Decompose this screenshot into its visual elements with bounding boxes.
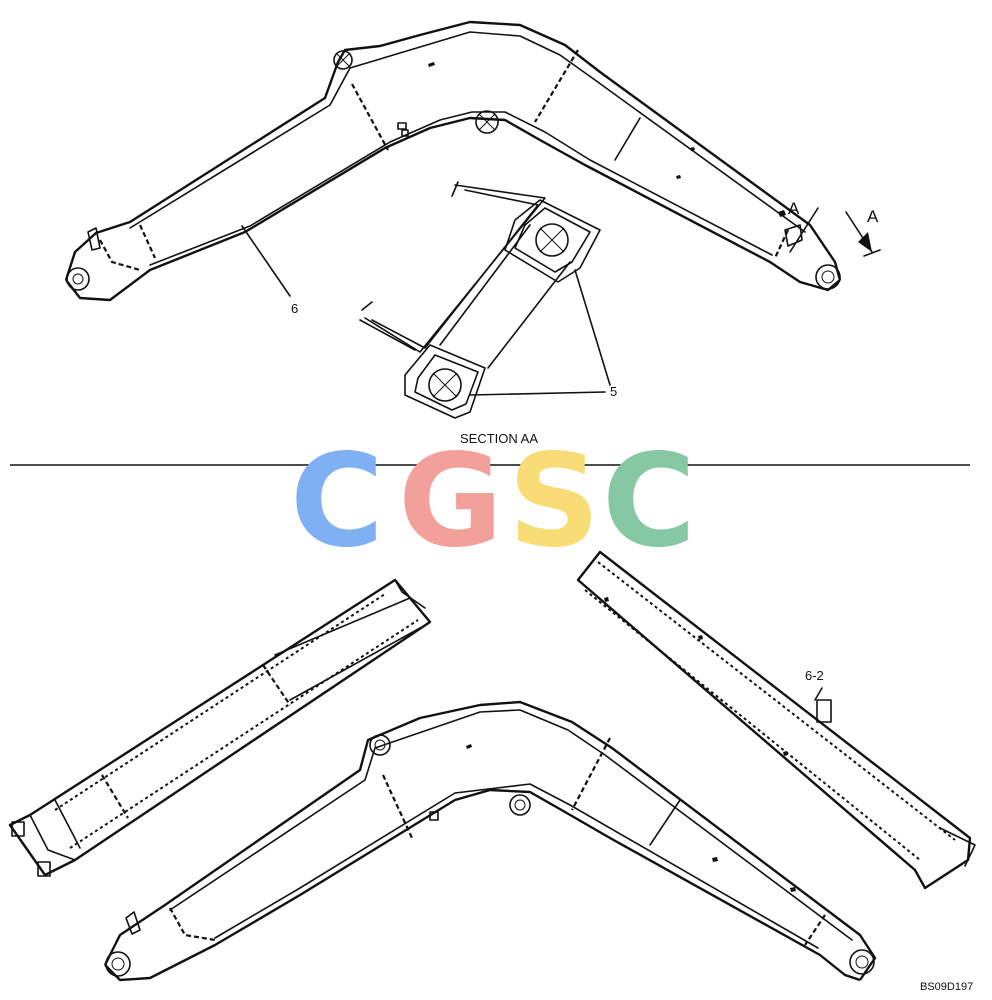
boom-bottom-view: [8, 550, 976, 982]
cgsc-watermark-logo: C G S C: [290, 427, 696, 576]
watermark-letter-4: C: [602, 427, 696, 576]
watermark-letter-2: G: [398, 427, 503, 576]
view-marker-a-left: A: [788, 199, 800, 218]
watermark-letter-1: C: [290, 427, 384, 576]
callout-6: 6: [291, 301, 298, 316]
section-aa-title: SECTION AA: [460, 431, 538, 446]
section-aa-view: [359, 181, 611, 419]
callout-6-2: 6-2: [805, 668, 824, 683]
view-marker-a-right: A: [867, 207, 879, 226]
callout-5: 5: [610, 384, 617, 399]
watermark-letter-3: S: [508, 427, 600, 576]
drawing-number: BS09D197: [920, 981, 973, 993]
boom-top-view: [64, 20, 881, 302]
